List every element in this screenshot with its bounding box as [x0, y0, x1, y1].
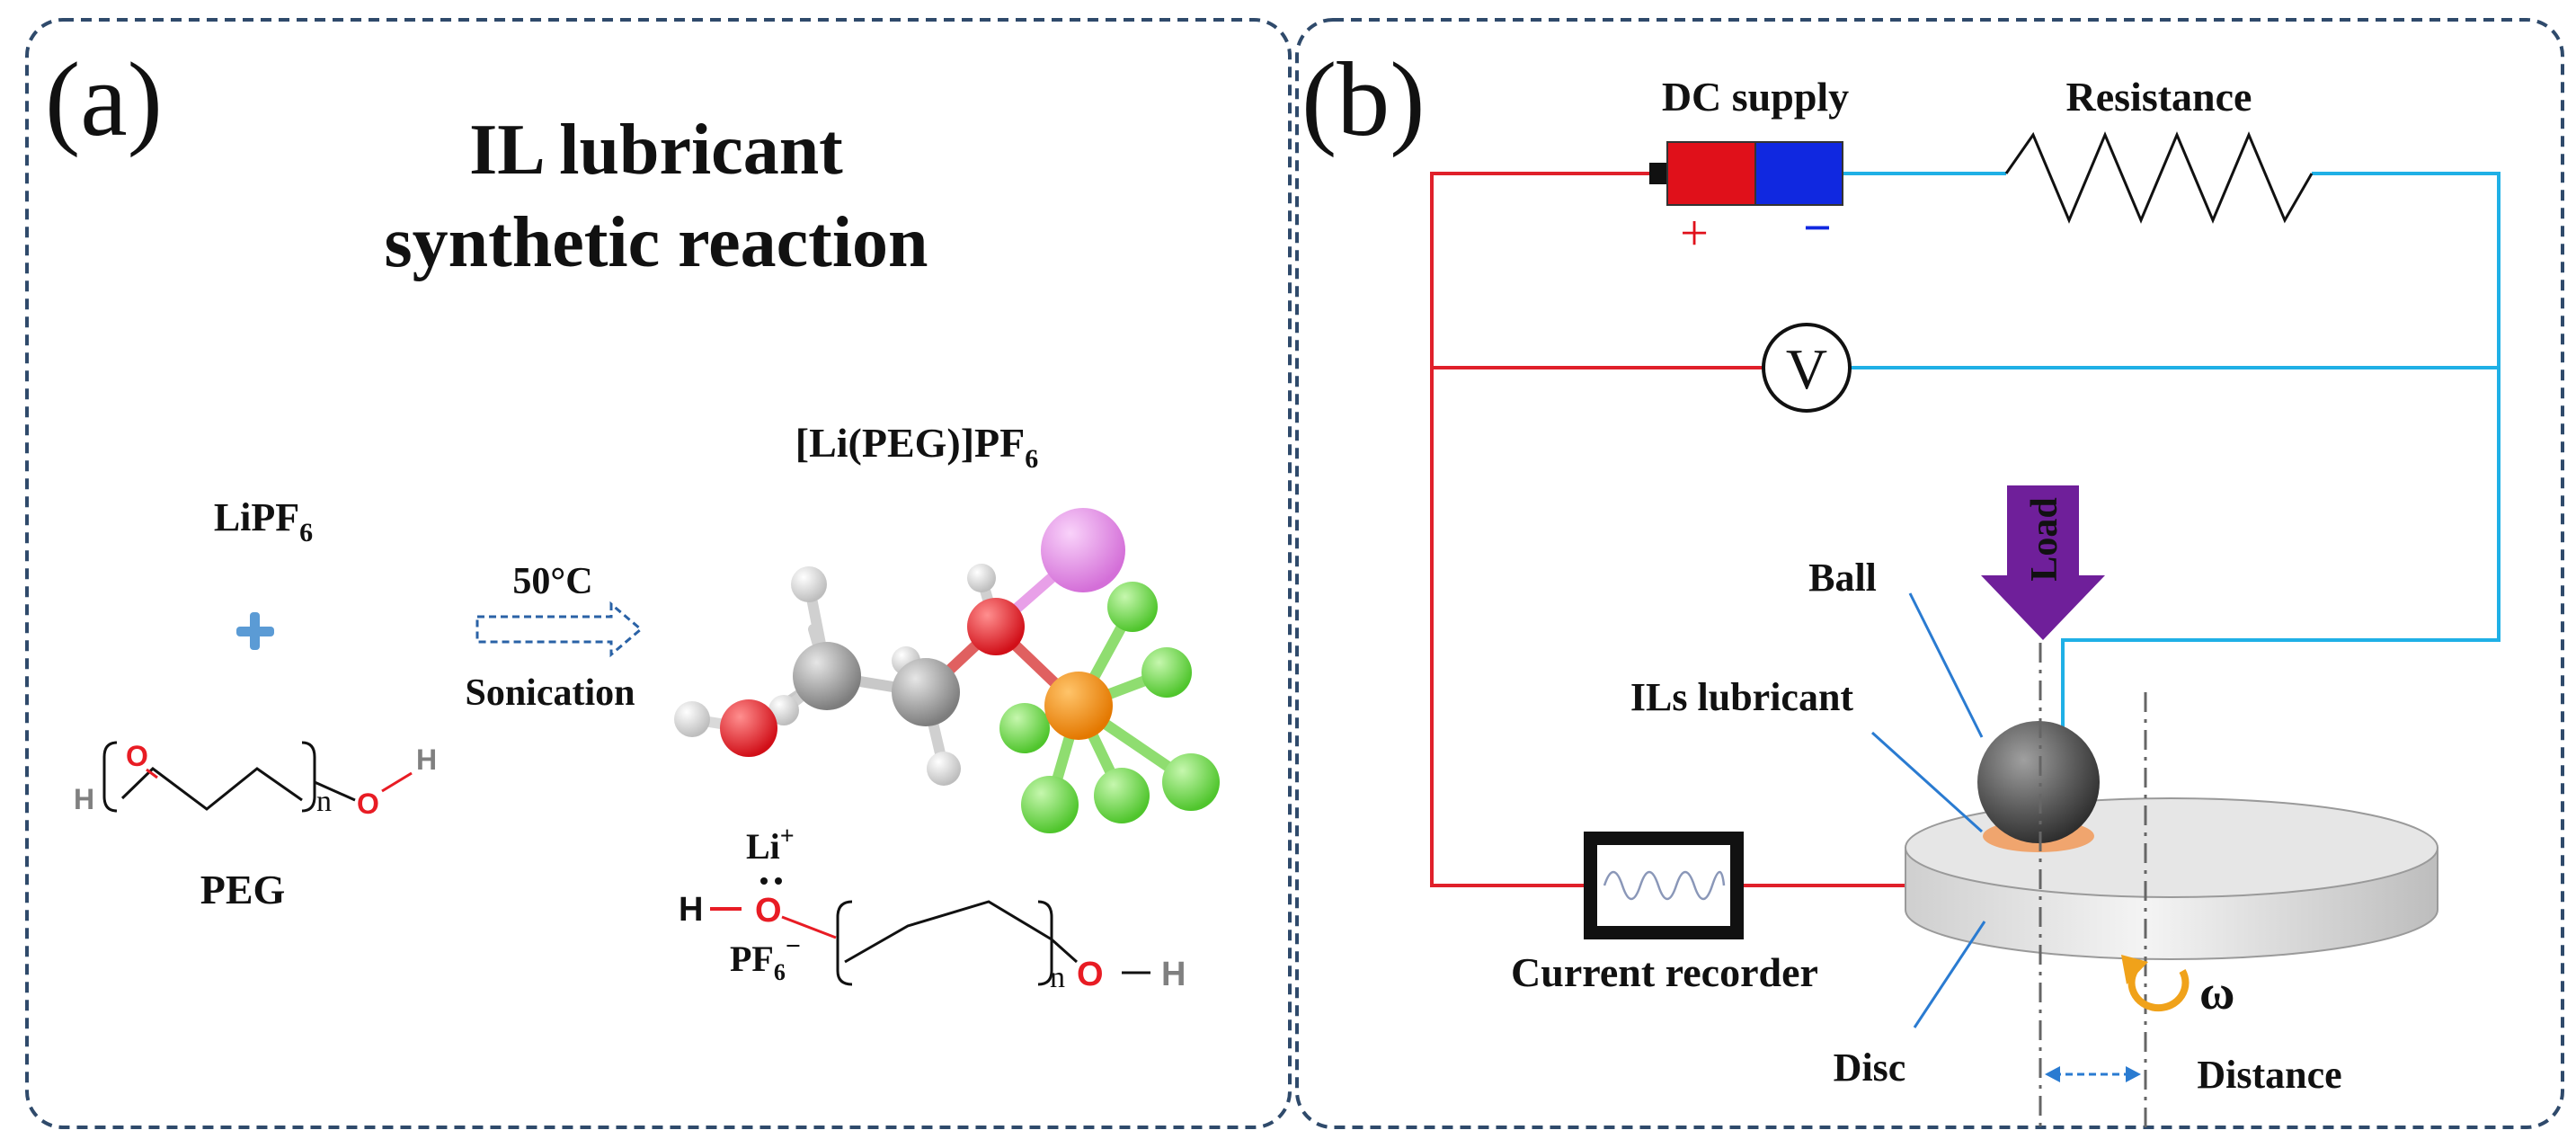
battery-terminal	[1649, 163, 1669, 184]
atom-hydrogen	[927, 752, 961, 786]
omega-label: ω	[2199, 966, 2234, 1019]
peg-bracket-right	[301, 741, 316, 813]
atom-phosphorus	[1044, 672, 1113, 740]
dc-supply	[1649, 141, 1843, 206]
load-label: Load	[2024, 497, 2065, 581]
distance-arrow	[2045, 1066, 2141, 1082]
rotation-arrowhead	[2121, 955, 2148, 984]
peg-chain	[120, 767, 303, 811]
distance-label: Distance	[2197, 1053, 2341, 1097]
panel-a-tag: (a)	[45, 40, 163, 158]
recorder-screen	[1597, 845, 1730, 926]
product-label: [Li(PEG)]PF6	[795, 420, 1039, 474]
product-chain	[844, 900, 1053, 964]
voltmeter-label: V	[1786, 337, 1827, 401]
panel-a-title-line2: synthetic reaction	[384, 203, 928, 282]
atom-fluorine	[1094, 768, 1150, 823]
atom-lithium	[1041, 508, 1125, 592]
current-recorder-label: Current recorder	[1511, 949, 1818, 995]
circuit-wires	[1430, 172, 2500, 887]
peg-bond-o-c	[146, 768, 158, 779]
dc-supply-label: DC supply	[1662, 74, 1849, 120]
product-bracket-right	[1037, 900, 1053, 986]
disc	[1905, 797, 2438, 960]
panel-a-title-line1: IL lubricant	[469, 111, 843, 190]
atom-fluorine	[1021, 776, 1079, 833]
peg-o-left: O	[126, 740, 148, 772]
atom-fluorine	[1162, 753, 1220, 811]
rotation-arrow	[2127, 969, 2190, 1012]
load-arrow	[1981, 485, 2105, 640]
atom-hydrogen	[967, 564, 996, 592]
ball-label: Ball	[1808, 556, 1877, 600]
minus-sign: −	[1803, 200, 1832, 256]
reaction-arrow	[475, 601, 644, 658]
atom-fluorine	[999, 703, 1050, 753]
molecule-model	[674, 508, 1220, 833]
plus-icon	[236, 612, 274, 650]
atom-carbon	[793, 642, 861, 710]
recorder-waveform	[1603, 870, 1726, 901]
product-structure: Li+ H O PF6− n O H	[679, 823, 1186, 994]
product-o: O	[755, 892, 782, 930]
atom-hydrogen	[791, 566, 827, 602]
peg-o-right: O	[357, 788, 379, 820]
battery-negative	[1754, 141, 1843, 206]
reagent-lipf6-label: LiPF6	[214, 495, 313, 547]
peg-bond-oh	[381, 771, 413, 793]
peg-h-left: H	[74, 783, 94, 815]
current-recorder	[1584, 832, 1744, 939]
ils-lubricant-label: ILs lubricant	[1630, 675, 1854, 719]
product-bond-right	[1051, 938, 1078, 964]
panel-a-border	[25, 18, 1292, 1129]
disc-label: Disc	[1834, 1046, 1906, 1090]
atom-oxygen	[967, 598, 1025, 655]
ball-pointer	[1908, 592, 1984, 738]
condition-temperature: 50°C	[512, 561, 592, 602]
product-bond-o-c	[781, 915, 837, 939]
atom-hydrogen	[768, 695, 799, 725]
disc-top	[1905, 797, 2438, 898]
product-n: n	[1050, 961, 1065, 994]
atom-carbon	[892, 658, 960, 726]
peg-bond-right	[314, 780, 356, 802]
product-o-right: O	[1077, 956, 1104, 993]
atom-oxygen	[720, 699, 777, 757]
product-bracket-left	[836, 900, 853, 986]
product-pf6: PF6−	[730, 931, 801, 985]
atom-hydrogen	[674, 701, 710, 737]
voltmeter	[1762, 323, 1852, 413]
panel-b-tag: (b)	[1301, 40, 1426, 158]
wire-cyan-main	[2061, 172, 2500, 733]
disc-pointer	[1913, 921, 1986, 1028]
lubricant-pointer	[1870, 731, 1984, 833]
lone-pair-dot	[760, 877, 768, 885]
peg-n: n	[316, 785, 332, 818]
peg-h-right: H	[416, 743, 437, 776]
resistor-zigzag	[2004, 131, 2314, 224]
peg-structure: H O n O H	[74, 740, 437, 820]
peg-bracket-left	[102, 741, 118, 813]
atom-fluorine	[1141, 647, 1192, 698]
plus-sign: +	[1680, 206, 1709, 262]
lone-pair-dot	[775, 877, 782, 885]
condition-method: Sonication	[465, 672, 635, 714]
product-h-left: H	[679, 891, 703, 929]
product-h-right: H	[1161, 956, 1186, 993]
battery-positive	[1666, 141, 1756, 206]
ball	[1977, 721, 2100, 843]
panel-b-border	[1295, 18, 2564, 1129]
peg-label: PEG	[200, 867, 286, 912]
wire-red-main	[1430, 172, 1654, 887]
atom-fluorine	[1107, 582, 1158, 632]
resistance-label: Resistance	[2066, 74, 2252, 120]
product-li: Li+	[746, 823, 795, 867]
